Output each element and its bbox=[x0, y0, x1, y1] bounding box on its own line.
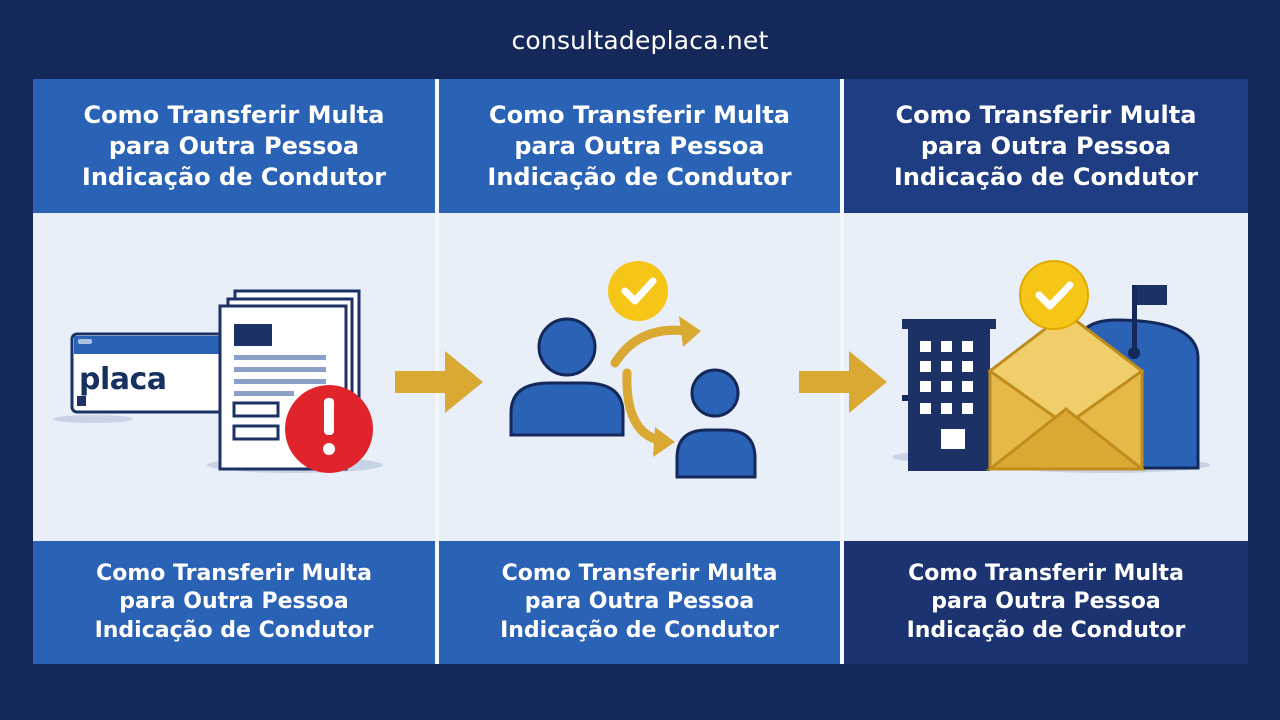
plate-text: placa bbox=[79, 362, 167, 397]
license-plate-icon bbox=[70, 332, 250, 414]
right-arrow-icon bbox=[395, 351, 483, 413]
transfer-arrow-icon bbox=[610, 316, 701, 457]
panel-2-header: Como Transferir Multa para Outra Pessoa … bbox=[439, 79, 840, 213]
person-icon-2 bbox=[675, 368, 757, 479]
panel-3-header-text: Como Transferir Multa para Outra Pessoa … bbox=[893, 100, 1199, 191]
check-icon bbox=[608, 261, 668, 321]
envelope-icon bbox=[985, 311, 1147, 471]
check-icon bbox=[1019, 260, 1089, 330]
panel-2-footer: Como Transferir Multa para Outra Pessoa … bbox=[439, 541, 840, 664]
person-icon bbox=[509, 317, 625, 437]
panel-3-footer-text: Como Transferir Multa para Outra Pessoa … bbox=[906, 560, 1186, 643]
panel-3-illustration bbox=[844, 213, 1248, 541]
building-icon bbox=[902, 319, 996, 471]
right-arrow-icon bbox=[799, 351, 887, 413]
panel-3-footer: Como Transferir Multa para Outra Pessoa … bbox=[844, 541, 1248, 664]
panel-1-footer-text: Como Transferir Multa para Outra Pessoa … bbox=[94, 560, 374, 643]
panel-1-header: Como Transferir Multa para Outra Pessoa … bbox=[33, 79, 435, 213]
panel-1-header-text: Como Transferir Multa para Outra Pessoa … bbox=[81, 100, 387, 191]
panel-1-footer: Como Transferir Multa para Outra Pessoa … bbox=[33, 541, 435, 664]
panel-2-footer-text: Como Transferir Multa para Outra Pessoa … bbox=[500, 560, 779, 643]
panel-2-header-text: Como Transferir Multa para Outra Pessoa … bbox=[487, 100, 792, 191]
site-title: consultadeplaca.net bbox=[511, 26, 769, 55]
alert-icon bbox=[285, 385, 373, 473]
infographic-board: Como Transferir Multa para Outra Pessoa … bbox=[33, 79, 1248, 664]
panel-3-header: Como Transferir Multa para Outra Pessoa … bbox=[844, 79, 1248, 213]
panel-2-illustration bbox=[439, 213, 840, 541]
panel-1-illustration: placa bbox=[33, 213, 435, 541]
